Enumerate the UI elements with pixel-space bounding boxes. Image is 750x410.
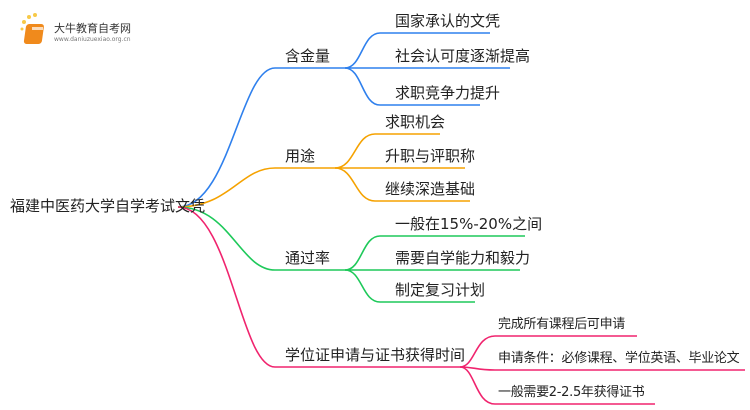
branch-usage: 用途 (285, 147, 316, 165)
connector-green (177, 206, 525, 303)
leaf: 完成所有课程后可申请 (498, 317, 626, 332)
leaf: 国家承认的文凭 (395, 12, 501, 30)
leaf: 继续深造基础 (385, 180, 476, 198)
leaf: 求职机会 (385, 113, 446, 131)
connector-orange (177, 133, 470, 208)
connector-pink (177, 206, 745, 405)
book-logo-icon (20, 13, 44, 44)
leaf: 申请条件：必修课程、学位英语、毕业论文 (498, 351, 740, 366)
logo-url: www.daniuzuexiao.org.cn (54, 36, 131, 43)
leaf: 一般在15%-20%之间 (395, 215, 543, 233)
leaf: 求职竞争力提升 (395, 84, 501, 102)
branch-value: 含金量 (285, 47, 331, 65)
leaf: 社会认可度逐渐提高 (395, 47, 531, 65)
leaf: 制定复习计划 (395, 281, 486, 299)
branch-pass-rate: 通过率 (285, 249, 331, 267)
logo (18, 12, 54, 48)
leaf: 需要自学能力和毅力 (395, 249, 531, 267)
logo-title: 大牛教育自考网 (54, 22, 131, 35)
connector-blue (177, 32, 510, 208)
root-topic: 福建中医药大学自学考试文凭 (10, 197, 206, 215)
leaf: 一般需要2-2.5年获得证书 (498, 385, 645, 400)
branch-degree: 学位证申请与证书获得时间 (285, 346, 466, 364)
leaf: 升职与评职称 (385, 147, 476, 165)
